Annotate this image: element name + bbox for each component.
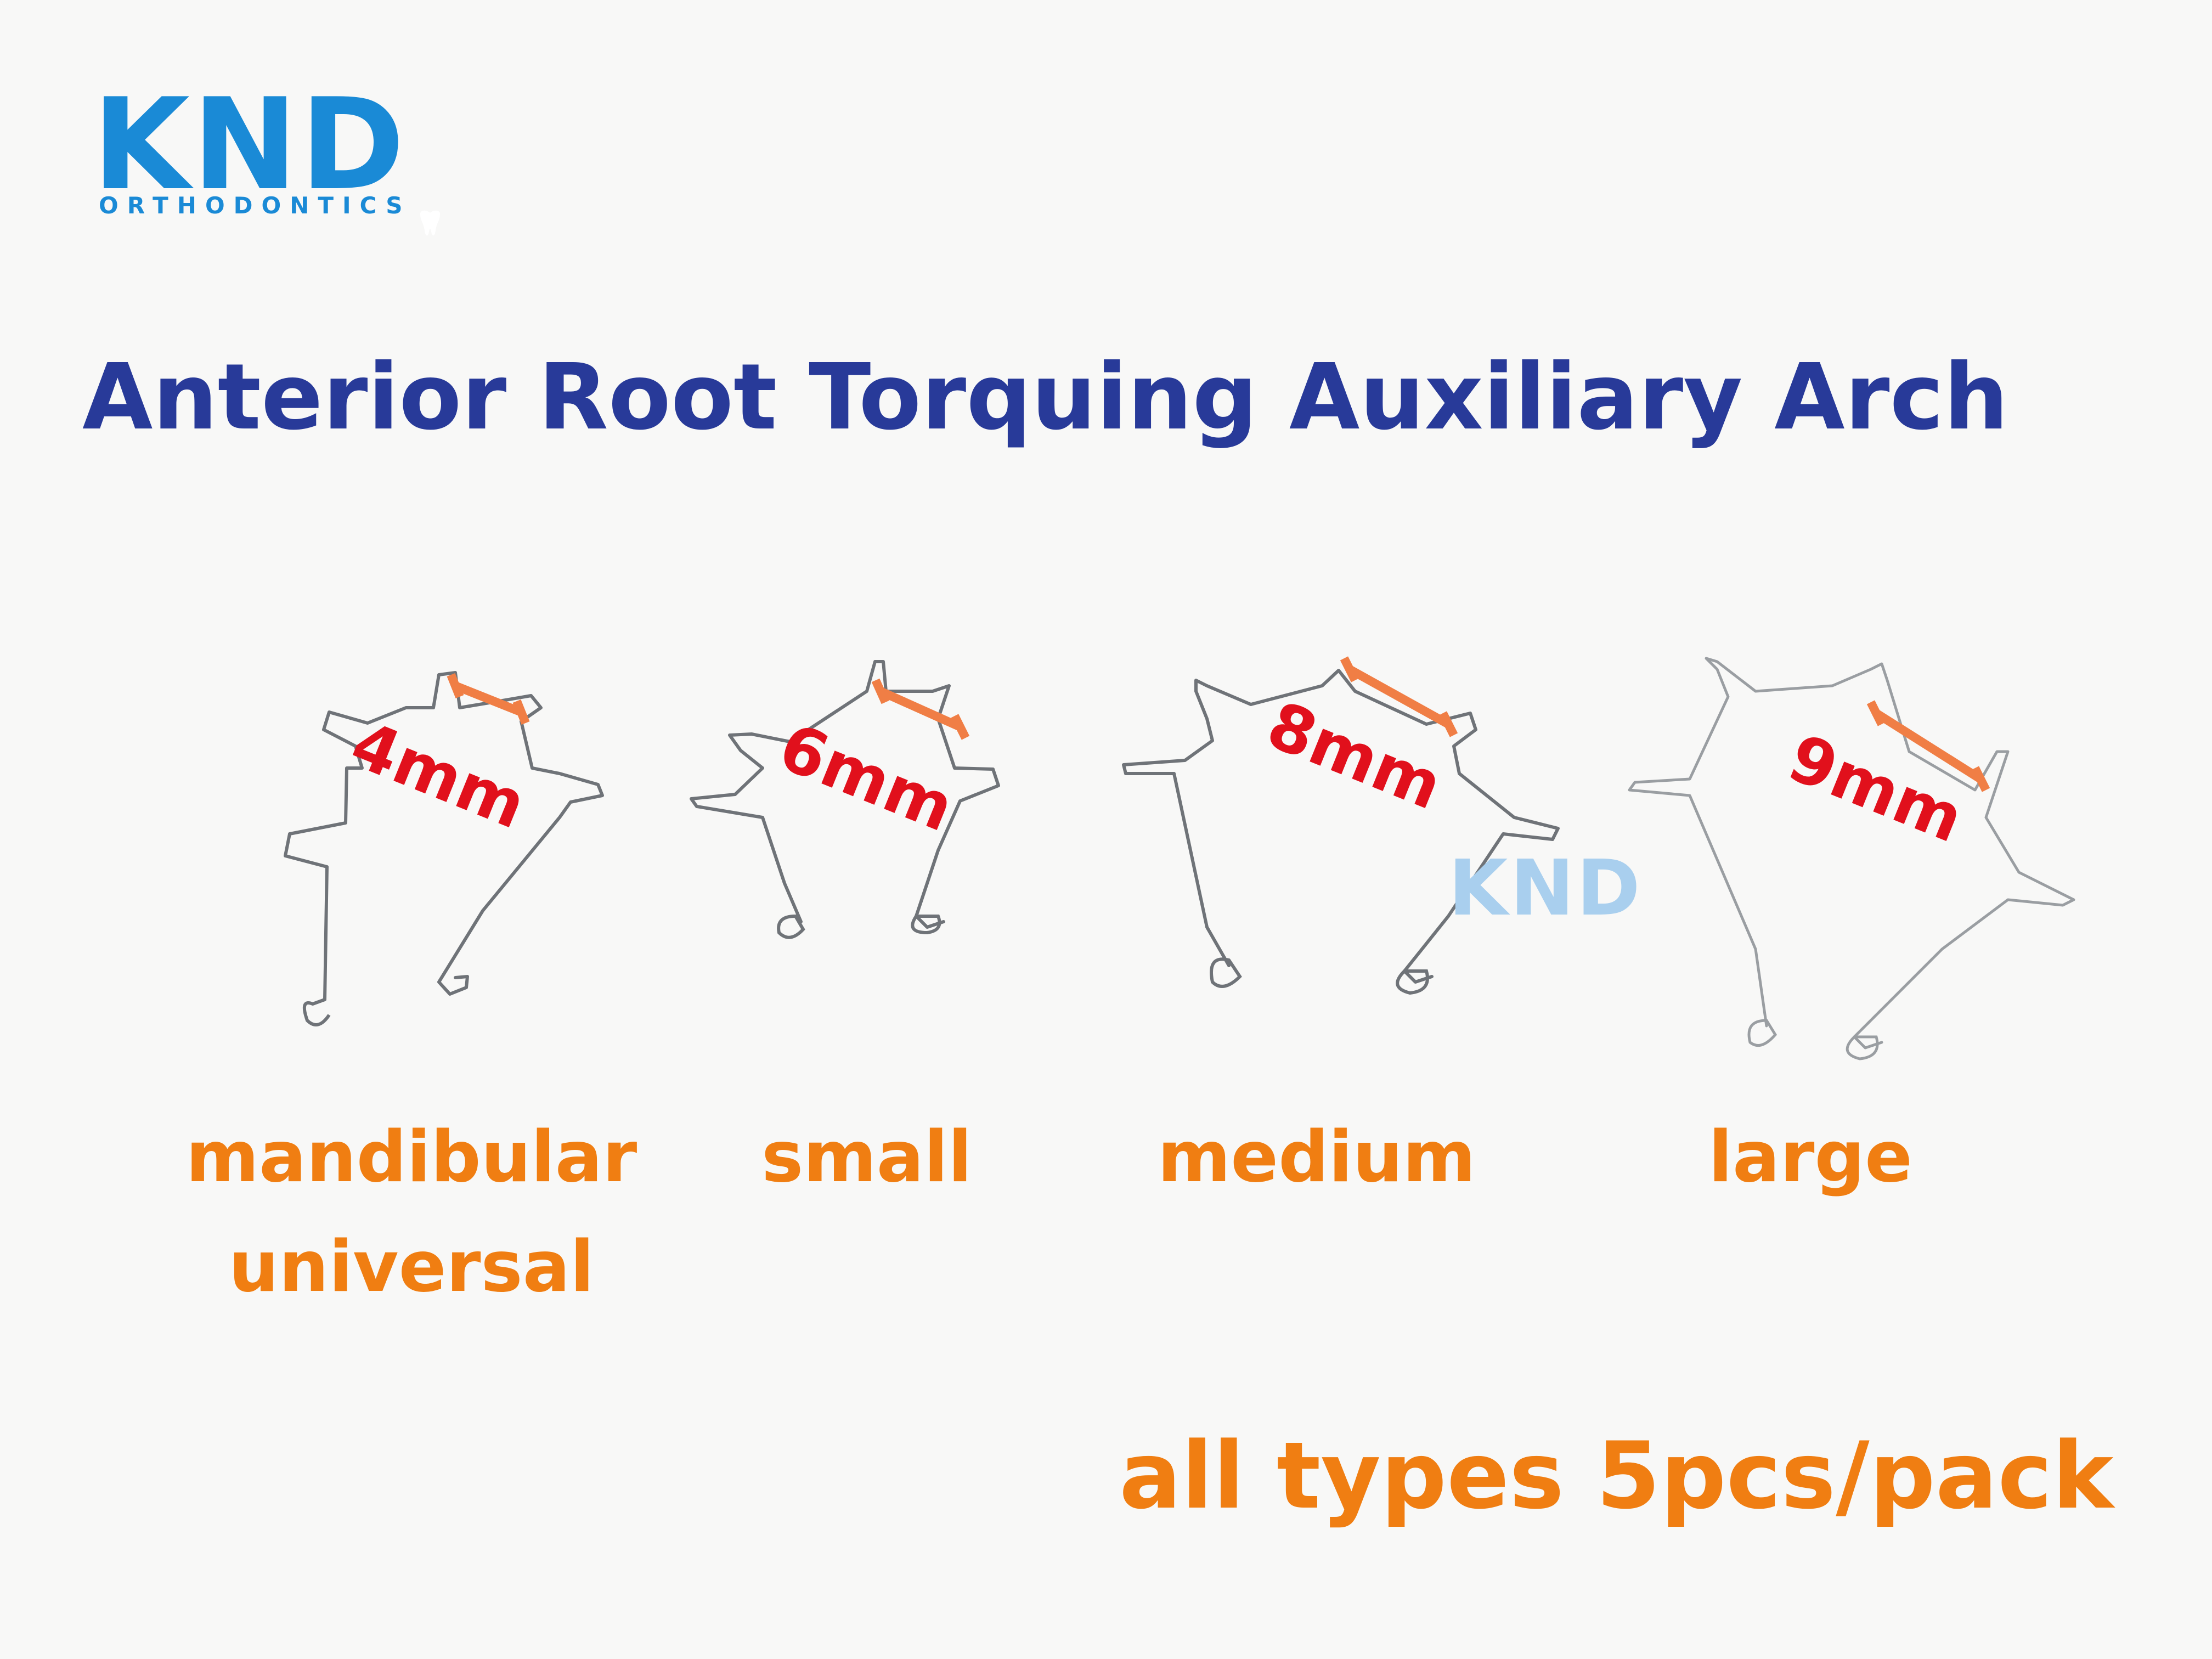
logo-subtitle: ORTHODONTICS — [99, 192, 411, 219]
tooth-icon — [420, 210, 440, 236]
measure-bar-4mm — [454, 681, 523, 716]
label-small: small — [761, 1116, 972, 1198]
measure-bar-6mm — [878, 687, 962, 731]
measure-bar-9mm — [1874, 709, 1983, 783]
arch-wire-8mm — [1122, 656, 1560, 995]
label-mandibular: mandibular — [185, 1116, 637, 1198]
knd-logo: KND ORTHODONTICS — [92, 82, 440, 236]
knd-watermark: KND — [1448, 844, 1643, 933]
label-large: large — [1708, 1116, 1912, 1198]
product-arch-6mm: 6mm — [686, 642, 1026, 951]
logo-wordmark: KND — [92, 72, 407, 218]
product-arch-9mm: 9mm — [1624, 642, 2096, 1072]
label-universal: universal — [229, 1226, 594, 1308]
product-arch-4mm: 4mm — [274, 647, 625, 1026]
arch-wire-6mm — [690, 660, 1000, 939]
label-medium: medium — [1157, 1116, 1476, 1198]
measure-bar-8mm — [1347, 665, 1451, 728]
arch-wire-4mm — [284, 671, 604, 1026]
product-arch-8mm: 8mm — [1119, 609, 1569, 995]
page-title: Anterior Root Torquing Auxiliary Arch — [82, 345, 2009, 450]
arch-wire-9mm — [1628, 657, 2075, 1060]
pack-note: all types 5pcs/pack — [1119, 1422, 2114, 1530]
